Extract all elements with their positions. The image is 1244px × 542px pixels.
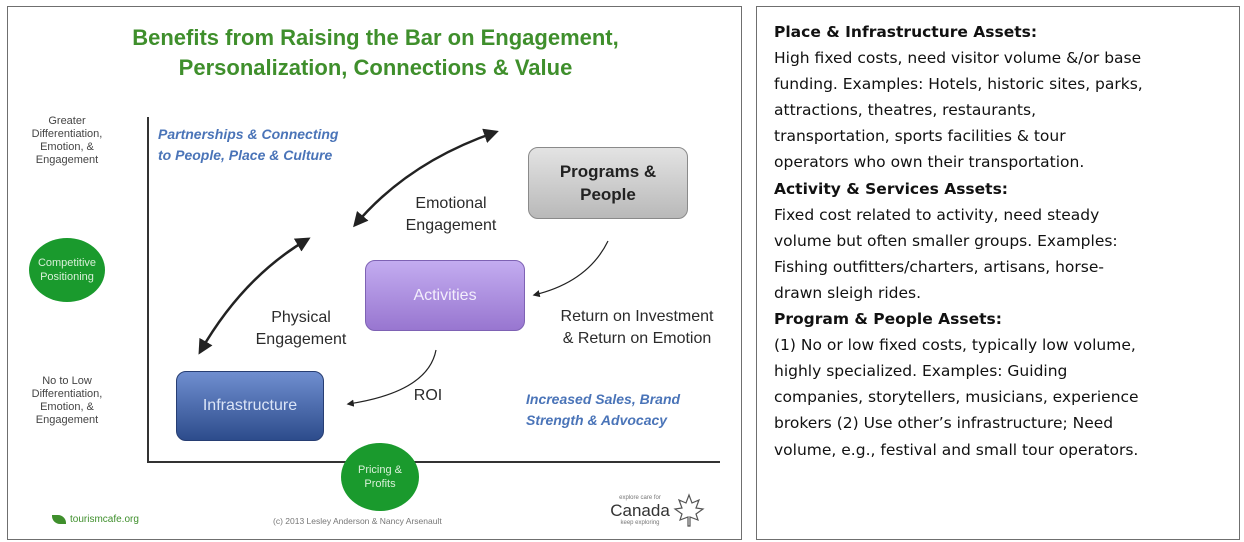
physical-arrow: [198, 237, 311, 355]
diagram-panel: Benefits from Raising the Bar on Engagem…: [7, 6, 742, 540]
para-program-line-2: highly specialized. Examples: Guiding: [774, 362, 1068, 381]
para-activity-line-2: volume but often smaller groups. Example…: [774, 231, 1118, 250]
canada-tagline: keep exploring: [620, 520, 660, 526]
canada-text: Canada: [610, 501, 670, 520]
competitive-line-1: Competitive: [37, 257, 97, 269]
increased-sales-line-1: Increased Sales, Brand: [526, 391, 681, 407]
activities-label: Activities: [413, 286, 477, 304]
pricing-line-1: Pricing &: [357, 464, 403, 476]
para-program-line-4: brokers (2) Use other’s infrastructure; …: [774, 414, 1114, 433]
increased-sales-label: Increased Sales, Brand Strength & Advoca…: [526, 389, 726, 431]
roi-arrow: [346, 349, 437, 407]
para-program-line-5: volume, e.g., festival and small tour op…: [774, 440, 1139, 459]
programs-line-2: People: [580, 185, 636, 204]
competitive-positioning-circle: Competitive Positioning: [29, 238, 105, 302]
website-text: tourismcafe.org: [70, 514, 139, 525]
y-top-line-4: Engagement: [35, 154, 99, 166]
heading-activity-services: Activity & Services Assets:: [774, 179, 1008, 198]
para-place-line-2: funding. Examples: Hotels, historic site…: [774, 75, 1143, 94]
para-activity-line-3: Fishing outfitters/charters, artisans, h…: [774, 257, 1104, 276]
return-line-1: Return on Investment: [560, 308, 714, 325]
y-top-line-3: Emotion, &: [40, 141, 94, 153]
title-line-1: Benefits from Raising the Bar on Engagem…: [132, 25, 619, 50]
return-arrow: [532, 240, 609, 298]
maple-leaf-icon: [673, 493, 705, 527]
partnerships-line-1: Partnerships & Connecting: [158, 126, 339, 142]
copyright-footer: (c) 2013 Lesley Anderson & Nancy Arsenau…: [273, 516, 442, 526]
emotional-arrow: [353, 128, 499, 228]
activities-box: Activities: [365, 260, 525, 331]
emotional-line-1: Emotional: [415, 195, 487, 212]
emotional-line-2: Engagement: [405, 217, 497, 234]
para-place-line-1: High fixed costs, need visitor volume &/…: [774, 49, 1142, 68]
pricing-profits-circle: Pricing & Profits: [341, 443, 419, 511]
y-bottom-line-2: Differentiation,: [31, 388, 103, 400]
diagram-title: Benefits from Raising the Bar on Engagem…: [8, 23, 741, 83]
heading-place-infrastructure: Place & Infrastructure Assets:: [774, 23, 1038, 41]
website-footer: tourismcafe.org: [52, 514, 139, 525]
y-axis-bottom-label: No to Low Differentiation, Emotion, & En…: [22, 375, 112, 427]
leaf-icon: [52, 515, 66, 524]
partnerships-line-2: to People, Place & Culture: [158, 147, 333, 163]
canada-logo: explore care for Canada keep exploring: [600, 495, 680, 526]
physical-line-2: Engagement: [255, 331, 347, 348]
programs-line-1: Programs &: [559, 162, 657, 181]
diagram-arrows: [147, 117, 720, 463]
partnerships-label: Partnerships & Connecting to People, Pla…: [158, 124, 398, 166]
para-activity-line-4: drawn sleigh rides.: [774, 283, 922, 302]
y-top-line-1: Greater: [48, 115, 86, 127]
y-bottom-line-3: Emotion, &: [40, 401, 94, 413]
y-axis-top-label: Greater Differentiation, Emotion, & Enga…: [22, 115, 112, 167]
para-activity-line-1: Fixed cost related to activity, need ste…: [774, 205, 1100, 224]
competitive-line-2: Positioning: [40, 271, 94, 283]
physical-line-1: Physical: [271, 309, 331, 326]
para-program-line-1: (1) No or low fixed costs, typically low…: [774, 336, 1136, 355]
emotional-engagement-label: Emotional Engagement: [391, 193, 511, 237]
text-panel: Place & Infrastructure Assets: High fixe…: [756, 6, 1240, 540]
increased-sales-line-2: Strength & Advocacy: [526, 412, 668, 428]
y-bottom-line-4: Engagement: [35, 414, 99, 426]
return-line-2: & Return on Emotion: [562, 330, 712, 347]
canada-small-text: explore care for: [619, 495, 661, 501]
heading-program-people: Program & People Assets:: [774, 310, 1002, 329]
para-place-line-4: transportation, sports facilities & tour: [774, 127, 1066, 146]
return-label: Return on Investment & Return on Emotion: [542, 306, 732, 350]
programs-box: Programs & People: [528, 147, 688, 219]
y-bottom-line-1: No to Low: [42, 375, 92, 387]
title-line-2: Personalization, Connections & Value: [178, 55, 573, 80]
pricing-line-2: Profits: [364, 478, 396, 490]
infrastructure-label: Infrastructure: [202, 397, 298, 414]
physical-engagement-label: Physical Engagement: [241, 307, 361, 351]
infrastructure-box: Infrastructure: [176, 371, 324, 441]
roi-label: ROI: [413, 387, 443, 404]
para-place-line-3: attractions, theatres, restaurants,: [774, 101, 1036, 120]
y-top-line-2: Differentiation,: [31, 128, 103, 140]
para-place-line-5: operators who own their transportation.: [774, 153, 1085, 172]
para-program-line-3: companies, storytellers, musicians, expe…: [774, 388, 1139, 407]
